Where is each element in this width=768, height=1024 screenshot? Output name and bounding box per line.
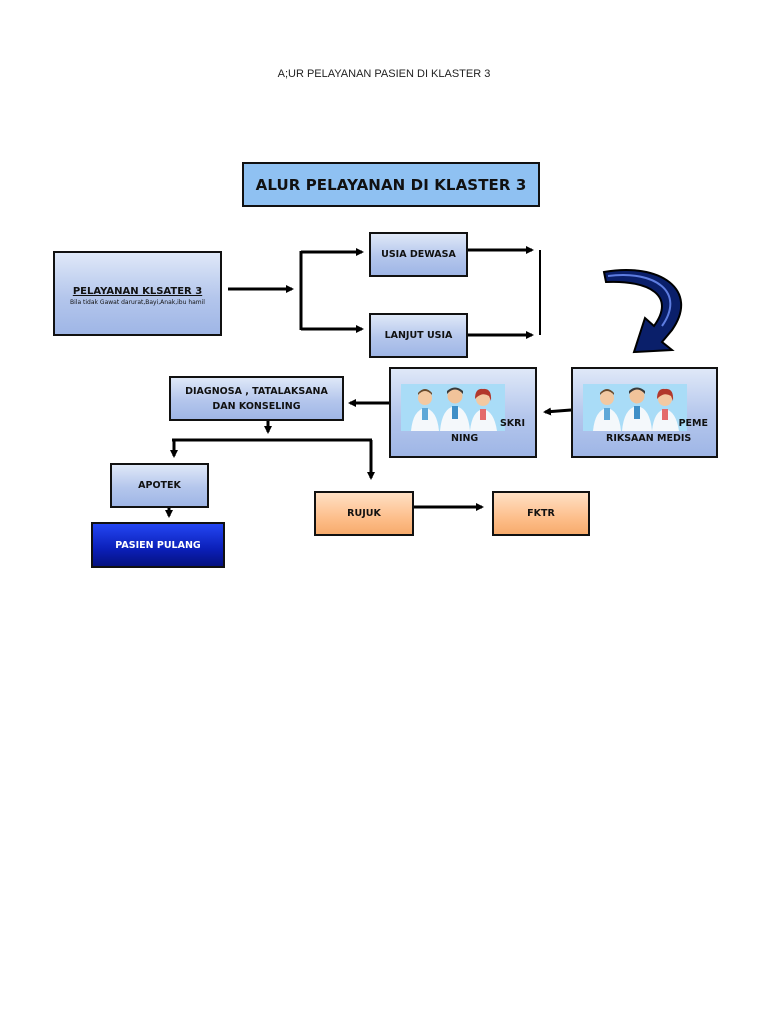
pasien-pulang-label: PASIEN PULANG [115,539,201,551]
usia-dewasa-label: USIA DEWASA [381,249,456,260]
lanjut-usia-label: LANJUT USIA [384,330,453,341]
pemeriksaan-label-part2: RIKSAAN MEDIS [606,433,692,444]
apotek-box: APOTEK [110,463,209,508]
skrining-label-part1: SKRI [499,418,525,429]
klaster-label: PELAYANAN KLSATER 3 [72,285,203,297]
pasien-pulang-box: PASIEN PULANG [91,522,225,568]
lanjut-usia-box: LANJUT USIA [369,313,468,358]
skrining-label-part2: NING [451,433,479,444]
curved-arrow-icon [602,268,683,354]
rujuk-label: RUJUK [347,508,381,519]
pemeriksaan-medis-box: PEME RIKSAAN MEDIS [571,367,718,458]
rujuk-box: RUJUK [314,491,414,536]
diagnosa-box: DIAGNOSA , TATALAKSANA DAN KONSELING [169,376,344,421]
doctors-group-illustration-icon [401,384,505,431]
diagnosa-label: DIAGNOSA , TATALAKSANA DAN KONSELING [185,385,328,412]
pelayanan-klaster-box: PELAYANAN KLSATER 3 Bila tidak Gawat dar… [53,251,222,336]
diagram-title: ALUR PELAYANAN DI KLASTER 3 [242,162,540,207]
diagram-title-text: ALUR PELAYANAN DI KLASTER 3 [255,175,527,194]
pemeriksaan-label-part1: PEME [678,418,708,429]
doctors-group-illustration-icon [583,384,687,431]
usia-dewasa-box: USIA DEWASA [369,232,468,277]
apotek-label: APOTEK [138,480,181,491]
skrining-box: SKRI NING [389,367,537,458]
fktr-box: FKTR [492,491,590,536]
fktr-label: FKTR [527,508,555,519]
arrow-pemeriksaan-to-skrining [543,407,572,416]
page-heading: A;UR PELAYANAN PASIEN DI KLASTER 3 [277,68,491,80]
klaster-note: Bila tidak Gawat darurat,Bayi,Anak,ibu h… [70,298,205,306]
